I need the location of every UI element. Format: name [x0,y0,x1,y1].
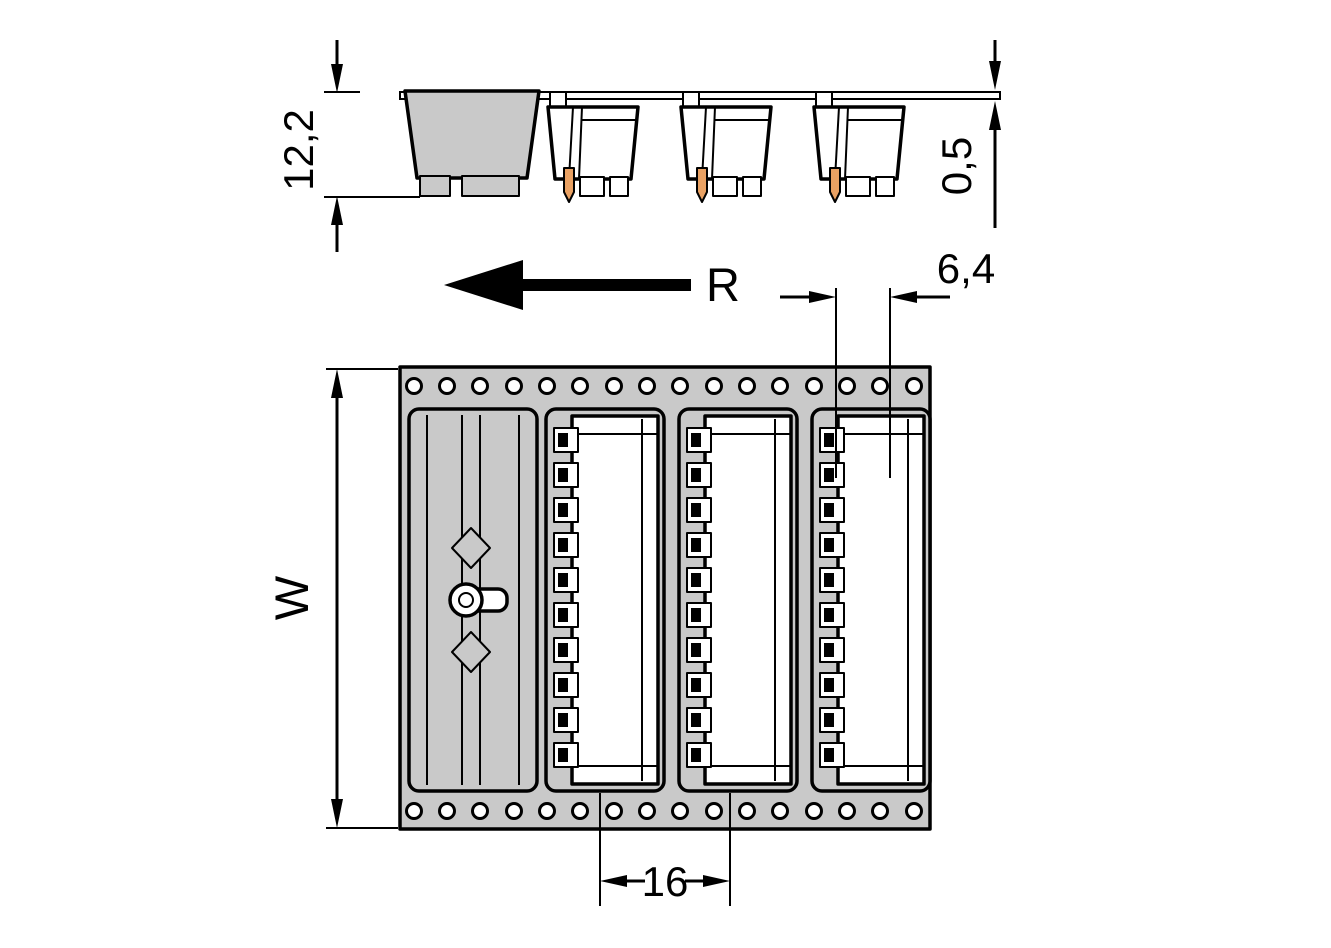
keyhole-cutout [448,582,484,618]
dim-thickness: 0,5 [933,40,1001,228]
sprocket-hole [838,377,856,395]
sprocket-hole [571,377,589,395]
arrowhead-down-icon [989,61,1001,90]
connector-top-1 [544,407,666,793]
pocket-notch [451,631,491,673]
sprocket-hole [405,802,423,820]
sprocket-hole [905,802,923,820]
arrowhead-right-icon [703,875,730,887]
arrowhead-up-icon [989,101,1001,130]
arrowhead-left-icon [890,291,917,303]
dim-pitch: 16 [599,793,731,906]
arrowhead-down-icon [331,64,343,93]
sprocket-hole [738,802,756,820]
dim-height: 12,2 [275,40,420,252]
sprocket-hole [705,802,723,820]
sprocket-hole [438,377,456,395]
sprocket-hole [771,802,789,820]
sprocket-hole [905,377,923,395]
sprocket-hole [705,377,723,395]
empty-pocket-top [407,407,539,793]
sprocket-hole [771,377,789,395]
direction-arrow-icon [444,260,523,310]
sprocket-hole [871,377,889,395]
connector-side-3 [812,90,906,204]
sprocket-hole [671,802,689,820]
dim-offset-label: 6,4 [937,245,995,292]
sprocket-hole [405,377,423,395]
sprocket-hole [671,377,689,395]
sprocket-hole [471,802,489,820]
dim-thickness-label: 0,5 [933,137,980,195]
connector-top-3 [810,407,932,793]
sprocket-hole [505,802,523,820]
arrowhead-right-icon [809,291,836,303]
housing-foot [419,175,451,197]
dim-width: W [265,368,398,829]
sprocket-hole [738,377,756,395]
pocket-notch [451,527,491,569]
arrowhead-down-icon [331,799,343,828]
sprocket-hole [805,802,823,820]
sprocket-hole [471,377,489,395]
direction-label: R [706,258,740,311]
cover-housing-side [403,89,541,197]
sprocket-hole [605,377,623,395]
dim-width-label: W [265,575,318,620]
keyhole-center [458,592,474,608]
side-view: 12,2 0,5 [275,40,1001,252]
connector-side-1 [546,90,640,204]
top-view [398,365,932,831]
direction-arrow-shaft [521,279,691,291]
dim-offset: 6,4 [780,245,995,478]
arrowhead-left-icon [600,875,627,887]
sprocket-hole [438,802,456,820]
unwind-direction: R [444,258,740,311]
dim-pitch-label: 16 [642,858,689,905]
connector-side-2 [679,90,773,204]
arrowhead-up-icon [331,196,343,225]
housing-foot [461,175,520,197]
sprocket-hole [605,802,623,820]
sprocket-hole [838,802,856,820]
sprocket-hole [805,377,823,395]
sprocket-hole [538,802,556,820]
dim-height-label: 12,2 [275,109,322,191]
sprocket-hole [638,377,656,395]
arrowhead-up-icon [331,369,343,398]
connector-top-2 [677,407,799,793]
sprocket-hole [638,802,656,820]
sprocket-hole [571,802,589,820]
sprocket-hole [871,802,889,820]
sprocket-hole [538,377,556,395]
sprocket-hole [505,377,523,395]
